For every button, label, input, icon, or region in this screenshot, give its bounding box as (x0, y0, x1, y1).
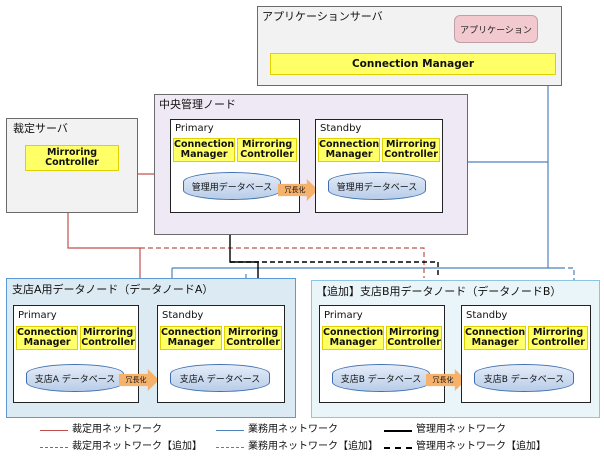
application-server-title: アプリケーションサーバ (262, 10, 383, 23)
branch-a-standby-database: 支店A データベース (170, 364, 270, 392)
legend-management-label: 管理用ネットワーク (416, 424, 506, 435)
branch-a-primary-title: Primary (18, 310, 57, 321)
branch-b-primary-database: 支店B データベース (332, 364, 430, 392)
branch-b-title: 【追加】支店B用データノード（データノードB） (316, 285, 562, 298)
legend-management-added-swatch (384, 447, 412, 449)
branch-a-primary-mirroring-controller: Mirroring Controller (80, 326, 136, 350)
legend-management-added-label: 管理用ネットワーク【追加】 (416, 441, 546, 452)
application-server: アプリケーションサーバ アプリケーション Connection Manager (257, 6, 562, 86)
branch-b-standby-server: Standby Connection Manager Mirroring Con… (461, 305, 591, 403)
branch-a-standby-server: Standby Connection Manager Mirroring Con… (157, 305, 285, 403)
legend-business-added-label: 業務用ネットワーク【追加】 (248, 441, 378, 452)
branch-a-standby-mirroring-controller: Mirroring Controller (224, 326, 282, 350)
central-standby-server: Standby Connection Manager Mirroring Con… (315, 119, 443, 213)
arbiter-mirroring-controller: Mirroring Controller (25, 145, 119, 171)
central-primary-title: Primary (175, 123, 214, 134)
central-node-title: 中央管理ノード (159, 98, 236, 111)
management-network-line (229, 235, 259, 278)
branch-a-title: 支店A用データノード（データノードA） (12, 283, 214, 296)
branch-b-standby-database: 支店B データベース (474, 364, 574, 392)
central-primary-server: Primary Connection Manager Mirroring Con… (170, 119, 300, 213)
arbiter-server-title: 裁定サーバ (13, 122, 68, 135)
legend-business-added-swatch (216, 447, 244, 448)
branch-b-primary-connection-manager: Connection Manager (322, 326, 385, 350)
branch-b-primary-mirroring-controller: Mirroring Controller (386, 326, 442, 350)
arbitration-network-added-line (140, 247, 425, 278)
branch-a-primary-connection-manager: Connection Manager (16, 326, 79, 350)
central-redundancy-arrow: 冗長化 (278, 179, 318, 201)
legend-arbitration-added-label: 裁定用ネットワーク【追加】 (72, 441, 202, 452)
central-primary-mirroring-controller: Mirroring Controller (237, 138, 297, 162)
central-primary-connection-manager: Connection Manager (173, 138, 236, 162)
arbitration-network-line (67, 173, 154, 278)
legend-business-label: 業務用ネットワーク (248, 424, 338, 435)
legend-management-swatch (384, 430, 412, 432)
branch-b-primary-title: Primary (324, 310, 363, 321)
central-management-node: 中央管理ノード Primary Connection Manager Mirro… (154, 94, 468, 235)
central-primary-database: 管理用データベース (183, 172, 281, 200)
legend-arbitration-label: 裁定用ネットワーク (72, 424, 162, 435)
business-network-line (171, 72, 560, 278)
branch-b-primary-server: Primary Connection Manager Mirroring Con… (319, 305, 445, 403)
legend-arbitration-added-swatch (40, 447, 68, 448)
branch-a-data-node: 支店A用データノード（データノードA） Primary Connection M… (6, 278, 296, 418)
branch-b-data-node: 【追加】支店B用データノード（データノードB） Primary Connecti… (311, 280, 600, 418)
central-standby-connection-manager: Connection Manager (318, 138, 381, 162)
branch-a-primary-database: 支店A データベース (26, 364, 124, 392)
app-connection-manager: Connection Manager (270, 53, 556, 75)
branch-a-standby-title: Standby (162, 310, 204, 321)
legend-business-swatch (216, 430, 244, 431)
branch-b-standby-mirroring-controller: Mirroring Controller (528, 326, 588, 350)
branch-b-standby-connection-manager: Connection Manager (464, 326, 527, 350)
branch-a-standby-connection-manager: Connection Manager (160, 326, 223, 350)
branch-b-redundancy-arrow: 冗長化 (426, 369, 466, 391)
management-network-added-line (230, 261, 439, 278)
central-standby-title: Standby (320, 123, 362, 134)
application-box: アプリケーション (454, 15, 538, 43)
branch-a-redundancy-arrow: 冗長化 (119, 369, 159, 391)
branch-b-standby-title: Standby (466, 310, 508, 321)
central-standby-database: 管理用データベース (328, 172, 426, 200)
legend-arbitration-swatch (40, 430, 68, 431)
arbiter-server: 裁定サーバ Mirroring Controller (6, 118, 138, 213)
central-standby-mirroring-controller: Mirroring Controller (382, 138, 440, 162)
branch-a-primary-server: Primary Connection Manager Mirroring Con… (13, 305, 139, 403)
